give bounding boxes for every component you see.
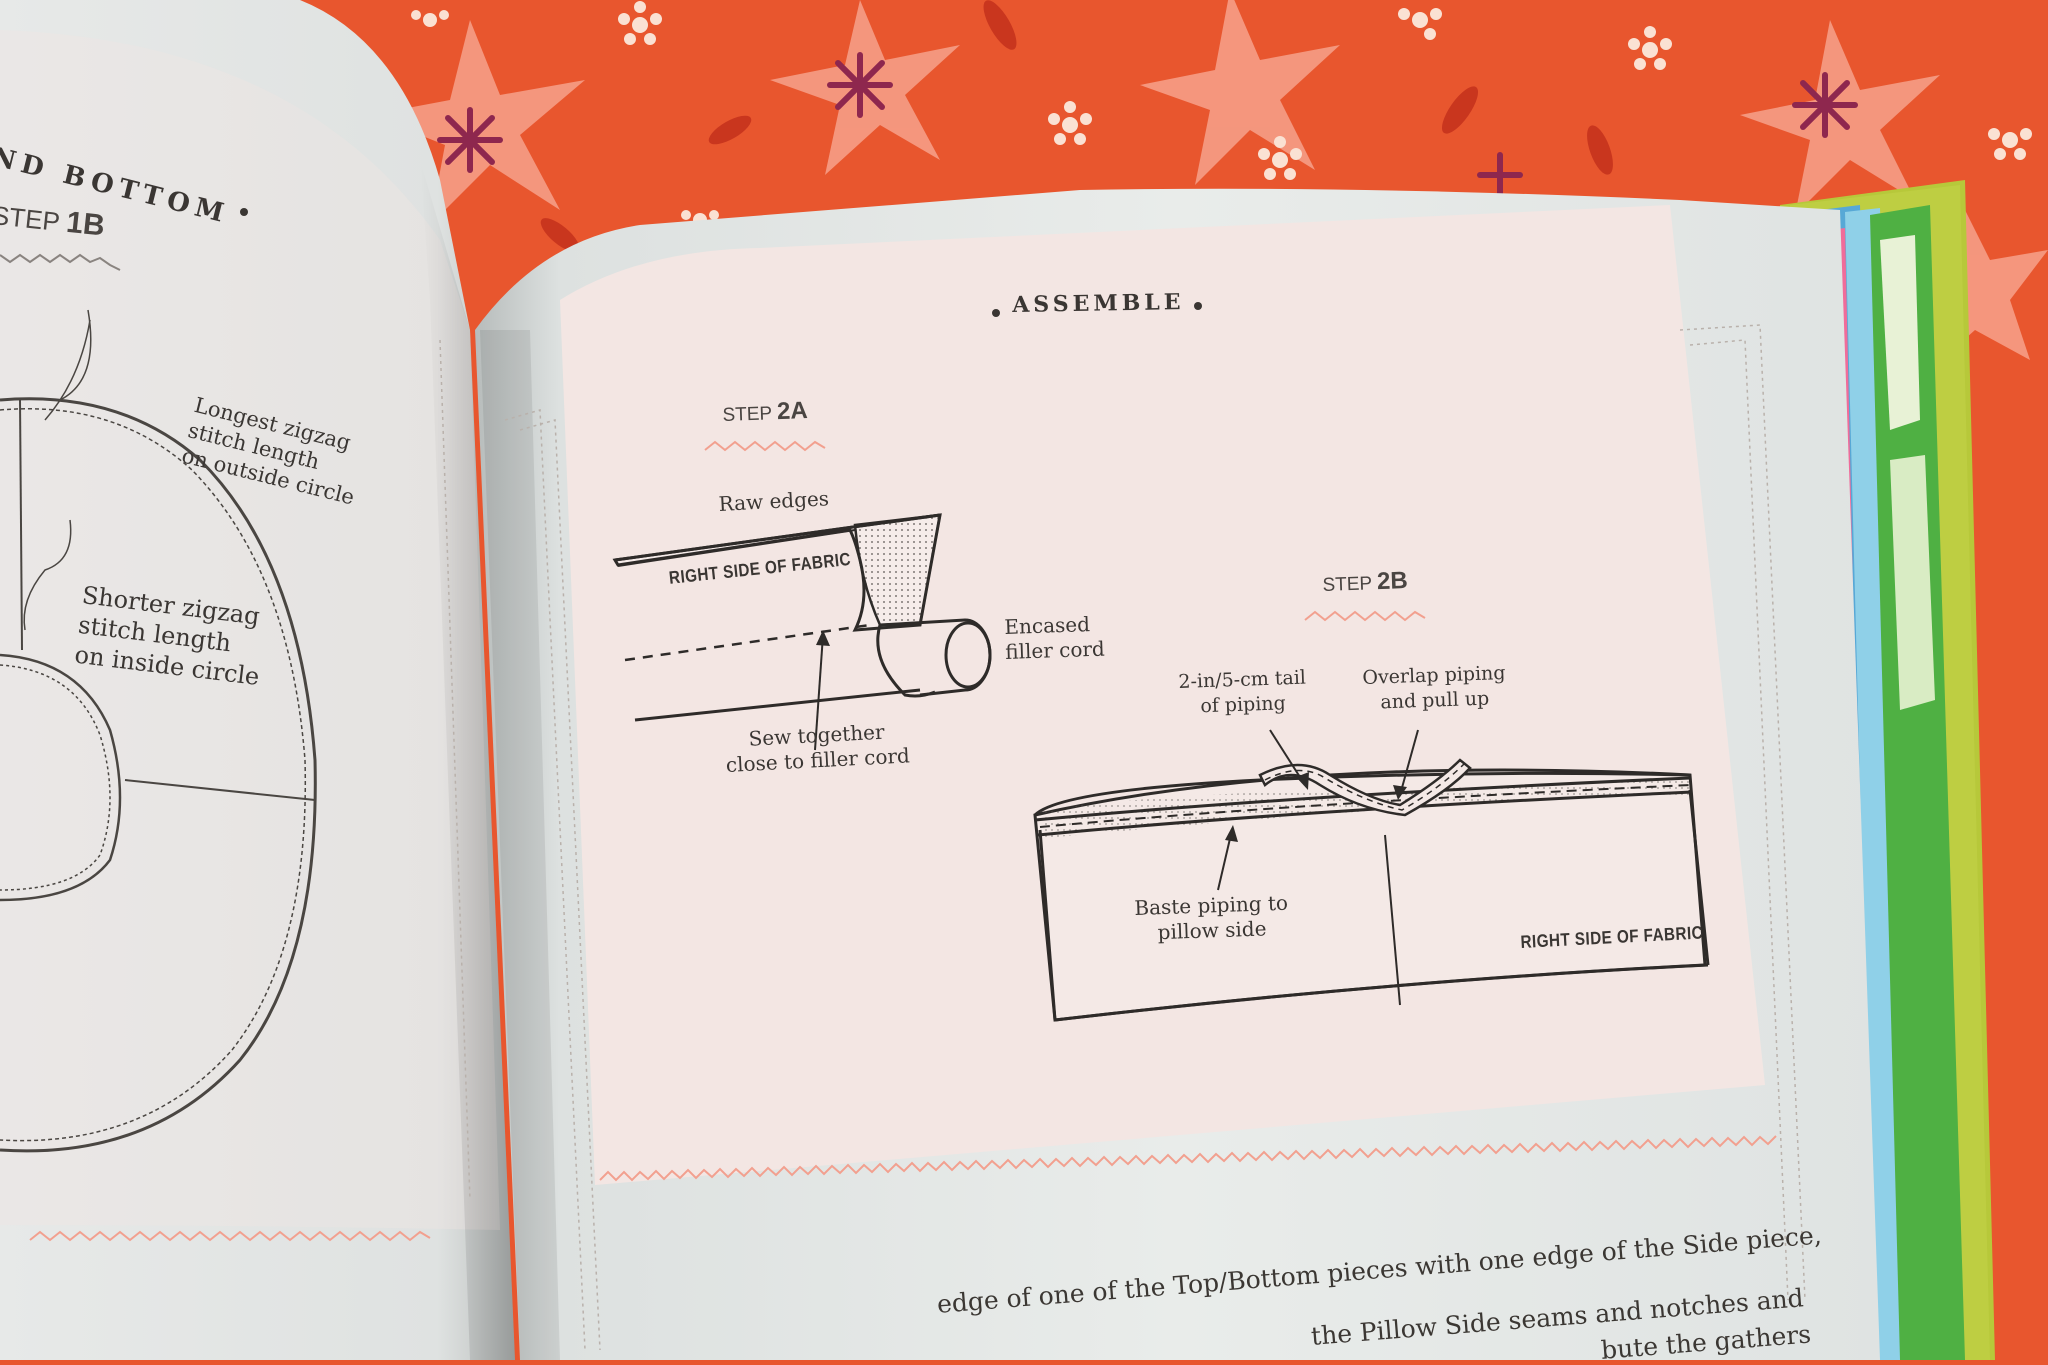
label-sew-together: Sew together close to filler cord	[724, 718, 910, 778]
label-tail-of-piping: 2-in/5-cm tail of piping	[1178, 666, 1307, 720]
step-2a-label: STEP 2A	[722, 397, 808, 428]
page-title: ASSEMBLE	[1012, 289, 1185, 318]
label-baste-piping: Baste piping to pillow side	[1134, 891, 1289, 946]
left-step-prefix: STEP	[0, 200, 61, 237]
step-2b-label: STEP 2B	[1322, 567, 1408, 598]
illustration-panel	[560, 205, 1765, 1185]
left-step-number: 1B	[65, 206, 107, 243]
label-overlap-piping: Overlap piping and pull up	[1362, 661, 1507, 716]
label-encased-filler-cord: Encased filler cord	[1004, 612, 1105, 665]
